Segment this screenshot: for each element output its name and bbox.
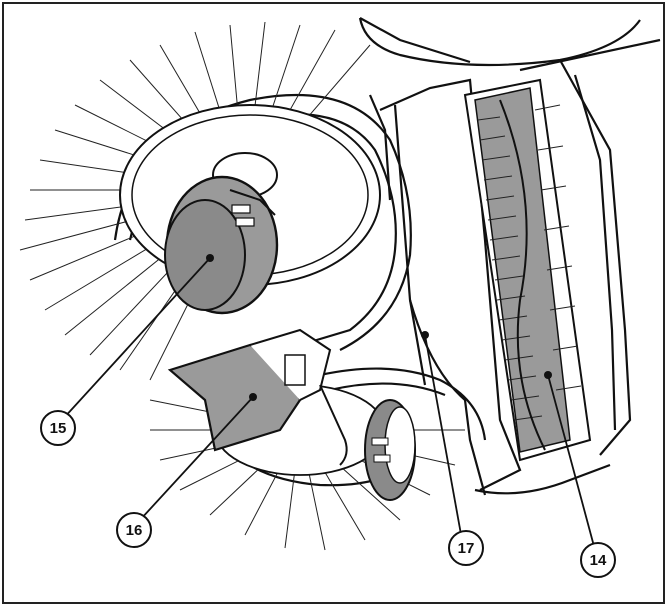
roller-brush — [463, 78, 592, 462]
leader-dots — [206, 254, 552, 401]
brush-bracket — [167, 328, 348, 466]
callout-17: 17 — [448, 530, 484, 566]
rear-wheel — [364, 399, 416, 501]
callout-15: 15 — [40, 410, 76, 446]
callout-15-label: 15 — [50, 420, 67, 437]
leader-lines — [61, 257, 596, 551]
callout-17-label: 17 — [458, 540, 475, 557]
callout-16: 16 — [116, 512, 152, 548]
wheel-assembly — [164, 152, 279, 315]
callout-14: 14 — [580, 542, 616, 578]
callout-16-label: 16 — [126, 522, 143, 539]
callout-14-label: 14 — [590, 552, 607, 569]
